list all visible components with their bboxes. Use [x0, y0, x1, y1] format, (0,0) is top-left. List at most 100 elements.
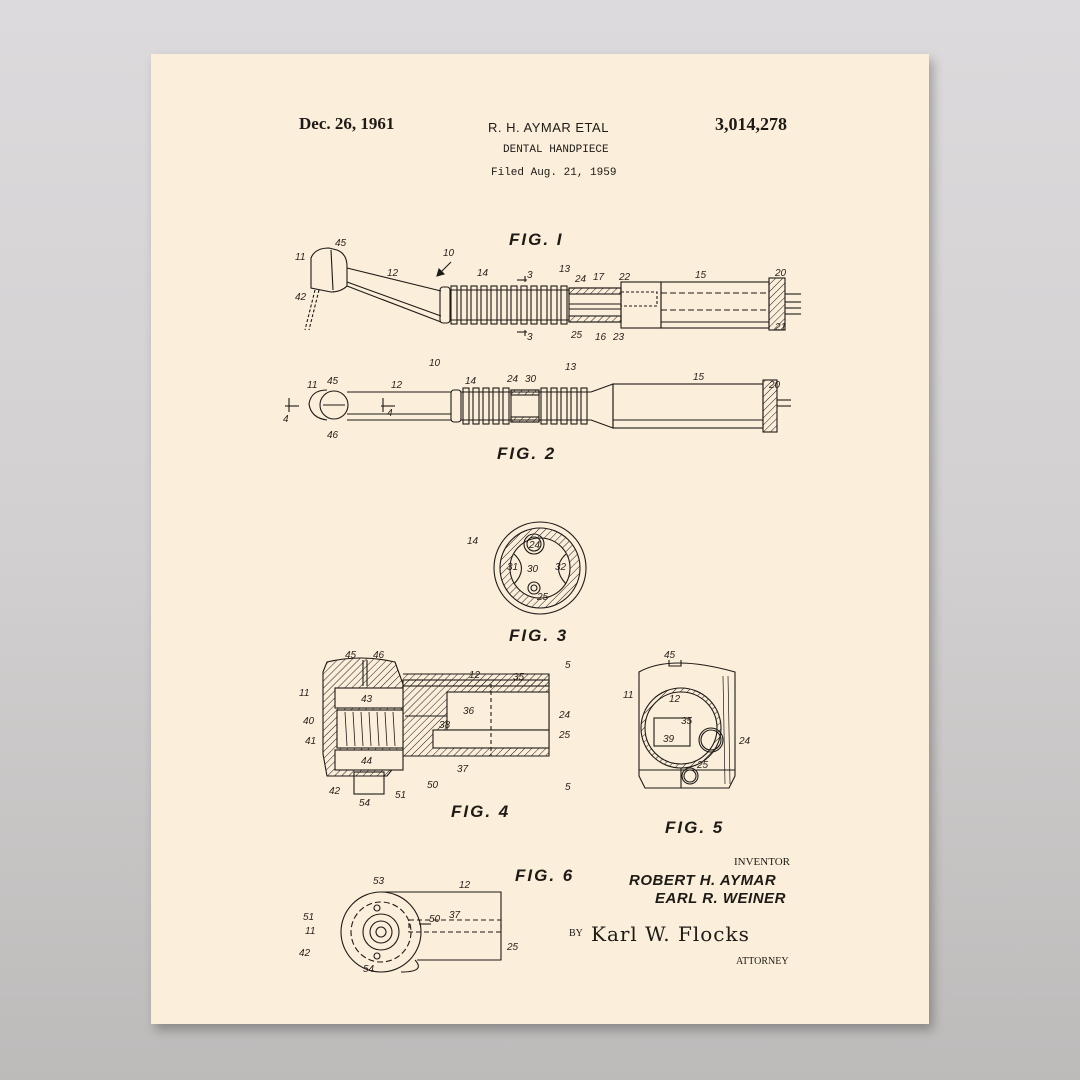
fig5-label: FIG. 5	[665, 818, 725, 837]
inventor-name-1: ROBERT H. AYMAR	[629, 872, 777, 889]
svg-text:24: 24	[558, 710, 571, 721]
svg-text:45: 45	[335, 238, 347, 249]
svg-text:13: 13	[565, 362, 577, 373]
svg-text:24: 24	[738, 736, 751, 747]
svg-text:11: 11	[623, 690, 633, 701]
svg-text:15: 15	[695, 270, 707, 281]
svg-text:23: 23	[612, 332, 625, 343]
svg-text:11: 11	[299, 688, 309, 699]
fig4-drawing	[322, 657, 550, 795]
svg-text:51: 51	[395, 790, 406, 801]
svg-text:4: 4	[283, 414, 289, 425]
svg-text:40: 40	[303, 716, 315, 727]
inventor-heading: R. H. AYMAR ETAL	[488, 120, 609, 135]
svg-text:24: 24	[574, 274, 587, 285]
svg-text:4: 4	[387, 408, 393, 419]
svg-text:10: 10	[429, 358, 441, 369]
attorney-label: ATTORNEY	[736, 956, 789, 967]
svg-text:16: 16	[595, 332, 607, 343]
svg-text:51: 51	[303, 912, 314, 923]
svg-text:50: 50	[429, 914, 441, 925]
svg-text:22: 22	[618, 272, 631, 283]
svg-text:43: 43	[361, 694, 373, 705]
svg-text:41: 41	[305, 736, 316, 747]
svg-text:10: 10	[443, 248, 455, 259]
fig3-refs: 14 24 31 30 32 25	[467, 536, 567, 603]
inventor-label: INVENTOR	[734, 856, 791, 868]
inventor-name-2: EARL R. WEINER	[655, 890, 786, 907]
svg-text:5: 5	[565, 782, 571, 793]
svg-text:14: 14	[477, 268, 489, 279]
fig5-refs: 45 11 12 35 39 24 25	[623, 650, 751, 771]
svg-text:12: 12	[387, 268, 399, 279]
svg-text:25: 25	[536, 592, 549, 603]
fig2-refs: 11 45 46 4 4 12 10 14 24 30 13 15 20	[283, 358, 781, 441]
svg-text:11: 11	[295, 252, 305, 263]
svg-text:32: 32	[555, 562, 567, 573]
svg-text:31: 31	[507, 562, 518, 573]
fig6-label: FIG. 6	[515, 866, 575, 885]
svg-text:14: 14	[467, 536, 479, 547]
svg-text:46: 46	[327, 430, 339, 441]
fig6-refs: 53 12 51 11 42 54 50 37 25	[299, 876, 519, 975]
fig6-drawing	[340, 891, 502, 973]
svg-text:53: 53	[373, 876, 385, 887]
patent-date: Dec. 26, 1961	[299, 114, 395, 133]
fig3-label: FIG. 3	[509, 626, 569, 645]
svg-text:12: 12	[459, 880, 471, 891]
svg-text:12: 12	[469, 670, 481, 681]
svg-text:35: 35	[513, 672, 525, 683]
svg-text:42: 42	[299, 948, 311, 959]
svg-text:24: 24	[506, 374, 519, 385]
svg-text:45: 45	[327, 376, 339, 387]
svg-text:3: 3	[527, 332, 533, 343]
svg-text:30: 30	[525, 374, 537, 385]
svg-text:36: 36	[463, 706, 475, 717]
patent-number: 3,014,278	[715, 114, 787, 134]
svg-text:14: 14	[465, 376, 477, 387]
svg-text:12: 12	[669, 694, 681, 705]
svg-text:11: 11	[305, 926, 315, 937]
svg-text:30: 30	[527, 564, 539, 575]
svg-text:24: 24	[528, 540, 541, 551]
svg-text:37: 37	[449, 910, 461, 921]
fig2-label: FIG. 2	[497, 444, 557, 463]
svg-text:25: 25	[570, 330, 583, 341]
svg-text:15: 15	[693, 372, 705, 383]
svg-text:20: 20	[768, 380, 781, 391]
svg-text:50: 50	[427, 780, 439, 791]
svg-text:3: 3	[527, 270, 533, 281]
patent-title: DENTAL HANDPIECE	[503, 144, 609, 156]
svg-text:12: 12	[391, 380, 403, 391]
svg-text:44: 44	[361, 756, 373, 767]
svg-text:42: 42	[295, 292, 307, 303]
by-label: BY	[569, 928, 583, 939]
svg-text:11: 11	[307, 380, 317, 391]
fig1-drawing	[304, 247, 801, 336]
fig3-drawing	[493, 521, 587, 615]
fig5-drawing	[638, 660, 736, 789]
svg-text:45: 45	[664, 650, 676, 661]
svg-text:25: 25	[558, 730, 571, 741]
svg-text:54: 54	[359, 798, 371, 809]
svg-text:54: 54	[363, 964, 375, 975]
svg-text:13: 13	[559, 264, 571, 275]
patent-poster: Dec. 26, 1961 R. H. AYMAR ETAL DENTAL HA…	[151, 54, 929, 1024]
attorney-signature: Karl W. Flocks	[591, 922, 750, 946]
svg-text:21: 21	[774, 322, 786, 333]
svg-text:45: 45	[345, 650, 357, 661]
fig2-drawing	[285, 379, 791, 433]
svg-text:35: 35	[681, 716, 693, 727]
svg-text:42: 42	[329, 786, 341, 797]
fig4-label: FIG. 4	[451, 802, 511, 821]
svg-text:39: 39	[663, 734, 675, 745]
svg-text:5: 5	[565, 660, 571, 671]
svg-text:25: 25	[506, 942, 519, 953]
filed-date: Filed Aug. 21, 1959	[491, 167, 617, 179]
svg-text:17: 17	[593, 272, 605, 283]
svg-text:25: 25	[696, 760, 709, 771]
svg-text:46: 46	[373, 650, 385, 661]
